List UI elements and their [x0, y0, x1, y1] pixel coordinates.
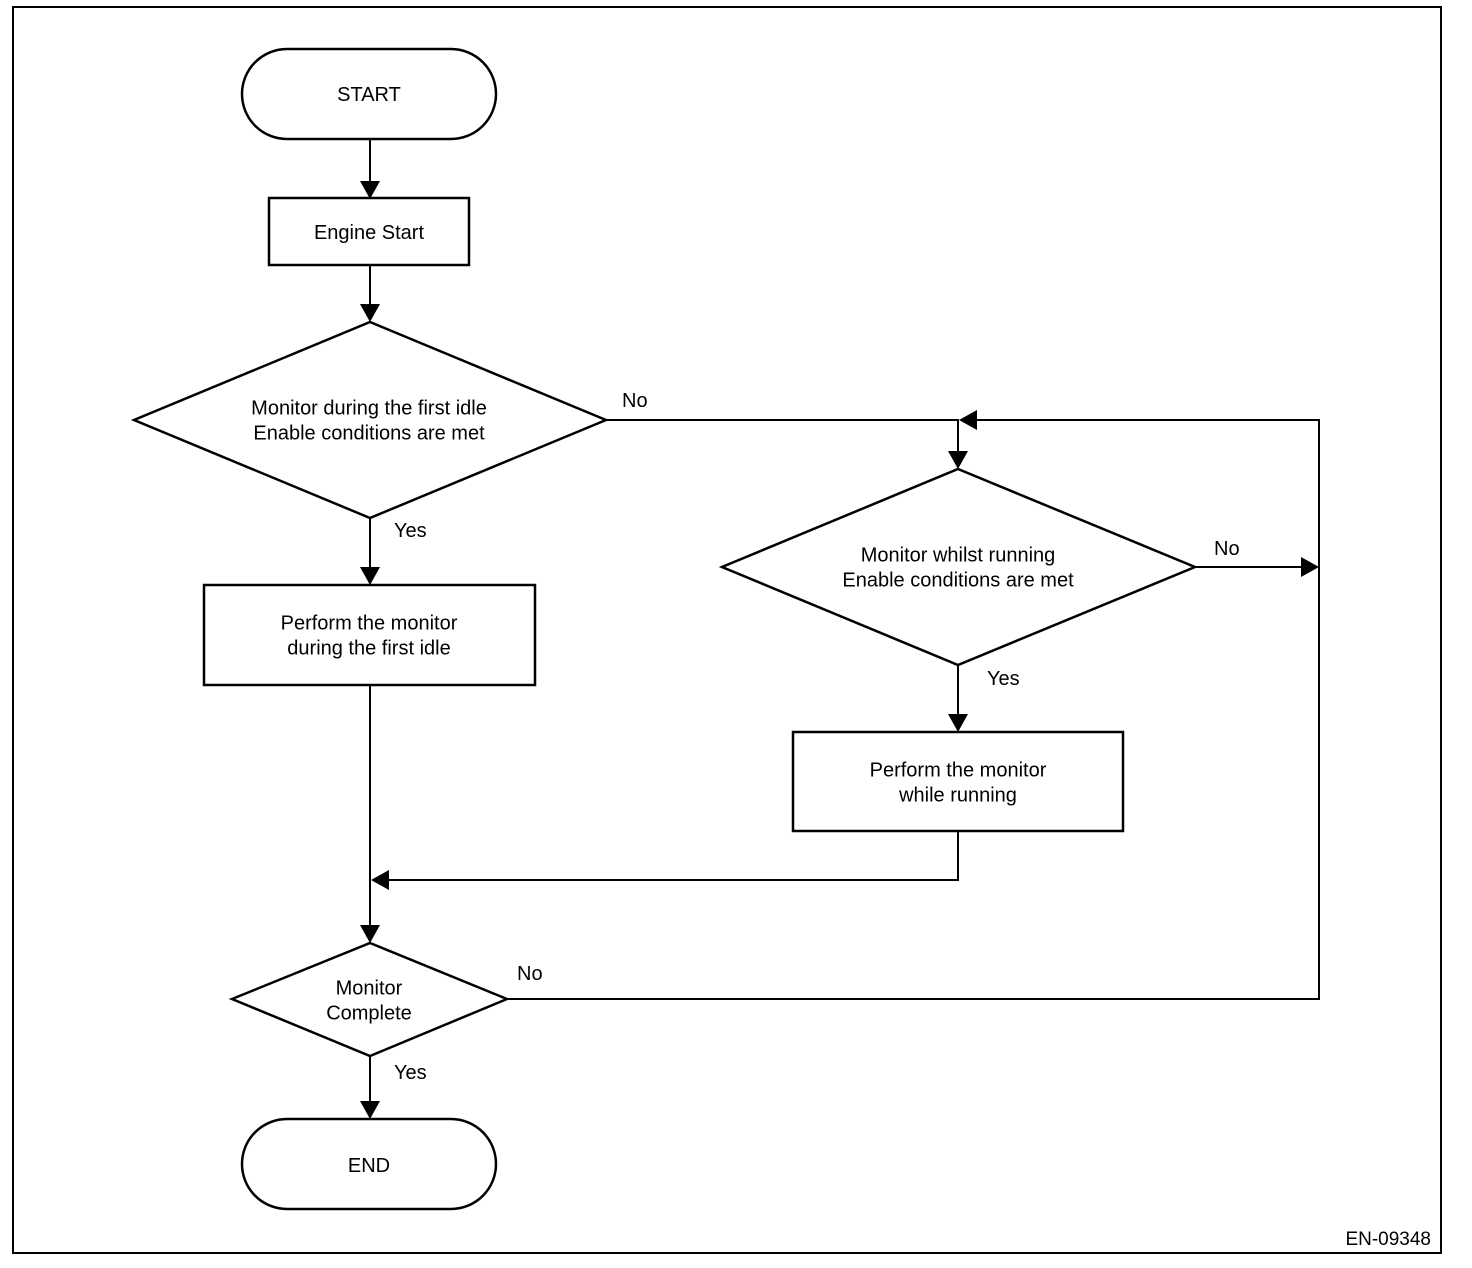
decision-idle-label-line: Monitor during the first idle	[251, 398, 487, 420]
start-label-line: START	[337, 84, 401, 106]
end-label: END	[348, 1155, 390, 1177]
edge-complete-no-loop	[507, 419, 1320, 1000]
arrowhead	[360, 181, 380, 199]
label-running-yes: Yes	[987, 668, 1020, 690]
start-terminal: START	[240, 47, 498, 141]
arrowhead	[1301, 557, 1319, 577]
engine-start-label: Engine Start	[314, 222, 425, 244]
end-label-line: END	[348, 1155, 390, 1177]
edge-idle-no	[606, 419, 959, 452]
decision-running-label-line: Enable conditions are met	[842, 570, 1074, 592]
start-label: START	[337, 84, 401, 106]
arrowhead	[948, 451, 968, 469]
arrowhead	[959, 410, 977, 430]
arrowhead	[360, 1101, 380, 1119]
perform-idle-label: Perform the monitor during the first idle	[281, 613, 458, 660]
arrowhead	[360, 304, 380, 322]
perform-running-label-line: Perform the monitor	[870, 760, 1047, 782]
label-running-no: No	[1214, 538, 1240, 560]
perform-running-label: Perform the monitor while running	[870, 760, 1047, 807]
decision-idle-label-line: Enable conditions are met	[253, 423, 485, 445]
arrowhead	[360, 925, 380, 943]
label-idle-yes: Yes	[394, 520, 427, 542]
perform-idle-box: Perform the monitor during the first idle	[202, 583, 537, 687]
engine-start-box: Engine Start	[267, 196, 471, 267]
end-terminal: END	[240, 1117, 498, 1211]
perform-idle-label-line: Perform the monitor	[281, 613, 458, 635]
perform-idle-label-line: during the first idle	[287, 638, 450, 660]
perform-running-label-line: while running	[898, 785, 1017, 807]
arrowhead	[371, 870, 389, 890]
edge-perform-running-return	[388, 832, 959, 881]
decision-running-label-line: Monitor whilst running	[861, 545, 1056, 567]
decision-complete-label-line: Monitor	[336, 978, 403, 1000]
label-complete-no: No	[517, 963, 543, 985]
figure-frame	[12, 6, 1442, 1254]
label-complete-yes: Yes	[394, 1062, 427, 1084]
label-idle-no: No	[622, 390, 648, 412]
figure-id: EN-09348	[1345, 1229, 1431, 1250]
connectors	[360, 139, 1320, 1119]
arrowhead	[360, 567, 380, 585]
arrowhead	[948, 714, 968, 732]
decision-complete-label-line: Complete	[326, 1003, 412, 1025]
perform-running-box: Perform the monitor while running	[791, 730, 1125, 833]
engine-start-label-line: Engine Start	[314, 222, 425, 244]
